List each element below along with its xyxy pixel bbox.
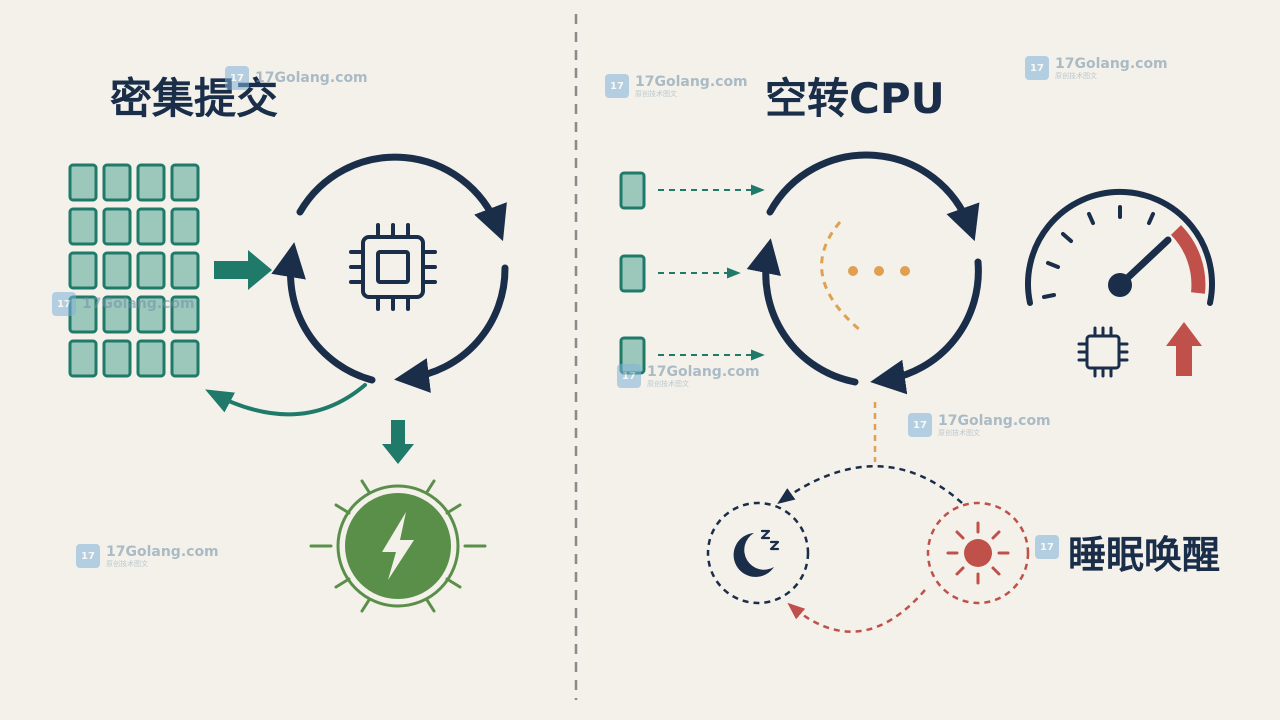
dense-submit-title: 密集提交 [110, 74, 279, 123]
down-arrow [382, 420, 414, 464]
watermark-logo: 17 [617, 364, 641, 388]
wake-arrow-bottom [787, 589, 926, 633]
task-box [619, 254, 646, 293]
task-tile [102, 339, 132, 378]
task-tile [136, 251, 166, 290]
gauge-icon [1025, 189, 1215, 306]
task-tile [170, 207, 200, 246]
up-arrow-icon [1166, 322, 1202, 376]
watermark-text: 17Golang.com [82, 296, 195, 312]
task-tile [136, 207, 166, 246]
task-tile [102, 251, 132, 290]
cpu-icon [349, 223, 437, 311]
task-tile [68, 339, 98, 378]
cpu-icon [1077, 326, 1129, 378]
moon-icon [706, 501, 810, 605]
task-tile [102, 295, 132, 334]
watermark-subtext: 原创技术图文 [938, 428, 980, 437]
return-arrow [205, 383, 367, 417]
ellipsis-icon [848, 266, 910, 276]
watermark-logo: 17 [52, 292, 76, 316]
sun-icon [926, 501, 1030, 605]
grid-of-tasks [68, 163, 200, 378]
task-tile [170, 339, 200, 378]
task-tile [136, 295, 166, 334]
watermark-logo: 17 [1025, 56, 1049, 80]
task-tile [102, 207, 132, 246]
watermark-text: 17Golang.com [635, 73, 748, 90]
watermark-logo: 17 [605, 74, 629, 98]
watermark-subtext: 原创技术图文 [1055, 71, 1097, 80]
task-tile [170, 295, 200, 334]
watermark-subtext: 原创技术图文 [647, 379, 689, 388]
task-tile [170, 163, 200, 202]
task-tile [68, 207, 98, 246]
lightning-icon [309, 479, 487, 613]
watermark-text: 17Golang.com [938, 412, 1051, 429]
task-tile [136, 339, 166, 378]
spin-arc [820, 221, 861, 332]
watermark-text: 17Golang.com [1055, 55, 1168, 72]
watermark-subtext: 原创技术图文 [635, 89, 677, 98]
watermark: 17 [1035, 535, 1059, 559]
left-cycle [271, 153, 509, 393]
task-tile [136, 163, 166, 202]
watermark: 17 17Golang.com [225, 66, 368, 90]
task-tile [170, 251, 200, 290]
watermark-text: 17Golang.com [106, 543, 219, 560]
watermark-text: 17Golang.com [255, 70, 368, 86]
idle-tasks [619, 171, 765, 375]
watermark-logo: 17 [908, 413, 932, 437]
watermark-text: 17Golang.com [647, 363, 760, 380]
watermark: 17 17Golang.com [52, 292, 195, 316]
task-tile [68, 251, 98, 290]
task-tile [102, 163, 132, 202]
task-box [619, 171, 646, 210]
watermark-logo: 17 [225, 66, 249, 90]
task-tile [68, 163, 98, 202]
watermark-logo: 17 [76, 544, 100, 568]
watermark-subtext: 原创技术图文 [106, 559, 148, 568]
idle-cpu-title: 空转CPU [765, 74, 945, 123]
submit-arrow [214, 250, 272, 290]
sleep-arrow-top [777, 465, 963, 505]
sleep-wake-label: 睡眠唤醒 [1068, 533, 1221, 577]
watermark-logo: 17 [1035, 535, 1059, 559]
right-cycle [746, 151, 982, 395]
